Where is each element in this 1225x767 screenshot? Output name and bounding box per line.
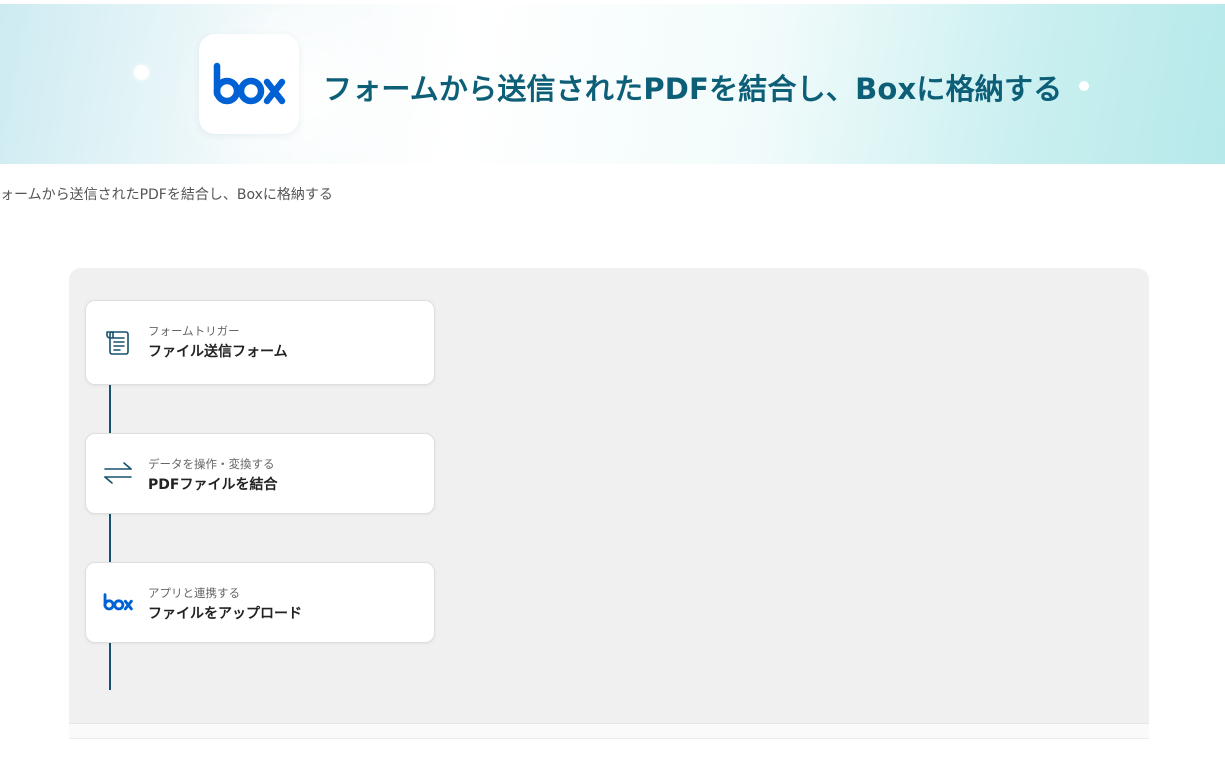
step-category: データを操作・変換する: [148, 457, 275, 471]
box-logo-tile: [199, 34, 299, 134]
transform-arrows-icon: [102, 457, 134, 489]
flow-connector: [109, 384, 111, 433]
step-title: ファイル送信フォーム: [148, 344, 288, 360]
flow-panel-footer: [69, 723, 1149, 739]
step-category: フォームトリガー: [148, 324, 240, 338]
page-title: フォームから送信されたPDFを結合し、Boxに格納する: [323, 72, 1063, 106]
step-category: アプリと連携する: [148, 586, 240, 600]
flow-step-upload-file[interactable]: アプリと連携する ファイルをアップロード: [85, 562, 435, 643]
form-icon: [102, 326, 134, 358]
flow-connector: [109, 642, 111, 690]
breadcrumb: フォームから送信されたPDFを結合し、Boxに格納する: [0, 187, 333, 203]
decorative-dot: [1079, 81, 1089, 91]
box-app-icon: [102, 586, 134, 618]
box-logo-icon: [213, 62, 286, 105]
hero-banner: フォームから送信されたPDFを結合し、Boxに格納する: [0, 4, 1225, 164]
decorative-dot: [134, 65, 149, 80]
flow-step-merge-pdf[interactable]: データを操作・変換する PDFファイルを結合: [85, 433, 435, 514]
step-title: ファイルをアップロード: [148, 606, 302, 622]
step-title: PDFファイルを結合: [148, 477, 278, 493]
flow-connector: [109, 513, 111, 562]
flow-step-form-trigger[interactable]: フォームトリガー ファイル送信フォーム: [85, 300, 435, 385]
